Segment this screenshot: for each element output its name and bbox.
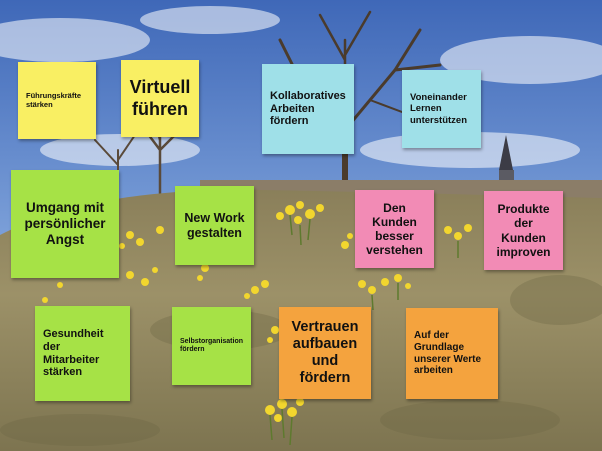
daffodils [42,201,472,422]
note-produkte-kunden[interactable]: Produkte der Kunden improven [484,191,563,270]
note-vertrauen[interactable]: Vertrauen aufbauen und fördern [279,307,371,399]
note-umgang-angst[interactable]: Umgang mit persönlicher Angst [11,170,119,278]
note-selbstorganisation[interactable]: Selbstorganisation fördern [172,307,251,385]
note-werte[interactable]: Auf der Grundlage unserer Werte arbeiten [406,308,498,399]
note-text: Umgang mit persönlicher Angst [24,200,106,247]
note-voneinander-lernen[interactable]: Voneinander Lernen unterstützen [402,70,481,148]
note-text: Voneinander Lernen unterstützen [410,92,467,126]
note-text: Kollaboratives Arbeiten fördern [270,89,346,128]
note-text: Produkte der Kunden improven [496,202,551,259]
note-fuehrungskraefte[interactable]: Führungskräfte stärken [18,62,96,139]
note-text: Selbstorganisation fördern [180,337,244,353]
note-text: New Work gestalten [184,210,245,240]
note-text: Auf der Grundlage unserer Werte arbeiten [414,329,482,377]
note-text: Virtuell führen [129,77,191,119]
note-kunden-verstehen[interactable]: Den Kunden besser verstehen [355,190,434,268]
note-text: Gesundheit der Mitarbeiter stärken [43,327,104,379]
note-text: Den Kunden besser verstehen [366,200,423,258]
flower-stems [269,214,459,446]
note-text: Vertrauen aufbauen und fördern [291,318,359,387]
note-gesundheit[interactable]: Gesundheit der Mitarbeiter stärken [35,306,130,401]
note-kollaboratives-arbeiten[interactable]: Kollaboratives Arbeiten fördern [262,64,354,154]
note-new-work[interactable]: New Work gestalten [175,186,254,265]
note-text: Führungskräfte stärken [26,90,82,109]
note-virtuell-fuehren[interactable]: Virtuell führen [121,60,199,137]
